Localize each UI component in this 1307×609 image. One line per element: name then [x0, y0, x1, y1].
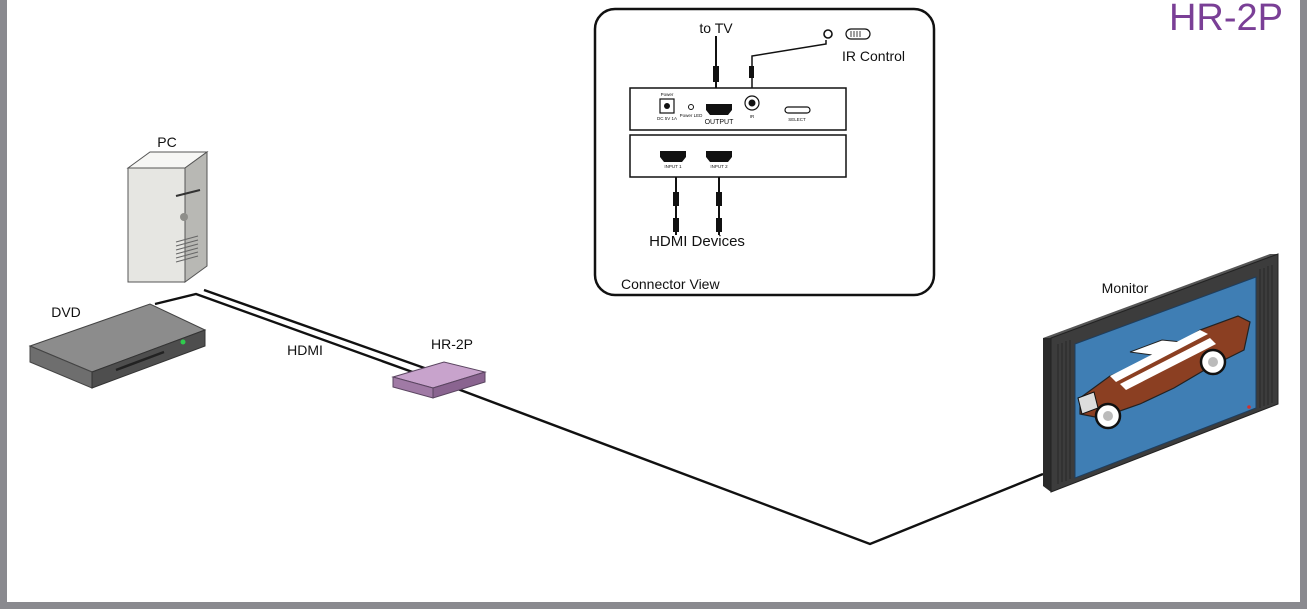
hdmi-input1-port [660, 151, 686, 162]
ir-remote-icon [845, 28, 871, 40]
to-tv-label: to TV [699, 20, 733, 36]
connector-view-panel: to TV IR Control Power DC 5V 1A Power LE… [593, 7, 936, 297]
connector-view-caption: Connector View [621, 276, 720, 292]
input2-port-label: INPUT 2 [710, 164, 728, 169]
hdmi-output-port [706, 104, 732, 115]
select-port-label: SELECT [788, 117, 806, 122]
hdmi-cable-label: HDMI [287, 342, 323, 358]
pc-tower [126, 151, 209, 283]
switch-label: HR-2P [431, 336, 473, 352]
product-title: HR-2P [1169, 0, 1283, 39]
pc-label: PC [157, 134, 176, 150]
monitor-label: Monitor [1102, 280, 1149, 296]
input1-port-label: INPUT 1 [664, 164, 682, 169]
power-led-label: Power LED [680, 113, 704, 118]
ir-control-label: IR Control [842, 48, 905, 64]
power-spec-label: DC 5V 1A [657, 116, 677, 121]
monitor-display [1043, 253, 1279, 493]
ir-port-label: IR [750, 114, 755, 119]
cable-pc-to-switch [203, 288, 431, 372]
cable-switch-to-monitor [454, 386, 1044, 546]
hdmi-devices-label: HDMI Devices [649, 233, 745, 250]
power-port-label: Power [661, 92, 674, 97]
select-button [784, 106, 811, 114]
output-port-label: OUTPUT [705, 119, 735, 126]
dvd-label: DVD [51, 304, 81, 320]
dvd-player [28, 303, 207, 389]
car-image [1077, 315, 1251, 430]
hdmi-cables [154, 288, 1044, 546]
hr2p-switch [391, 361, 487, 399]
cable-dvd-to-switch [154, 292, 419, 376]
hdmi-input2-port [706, 151, 732, 162]
